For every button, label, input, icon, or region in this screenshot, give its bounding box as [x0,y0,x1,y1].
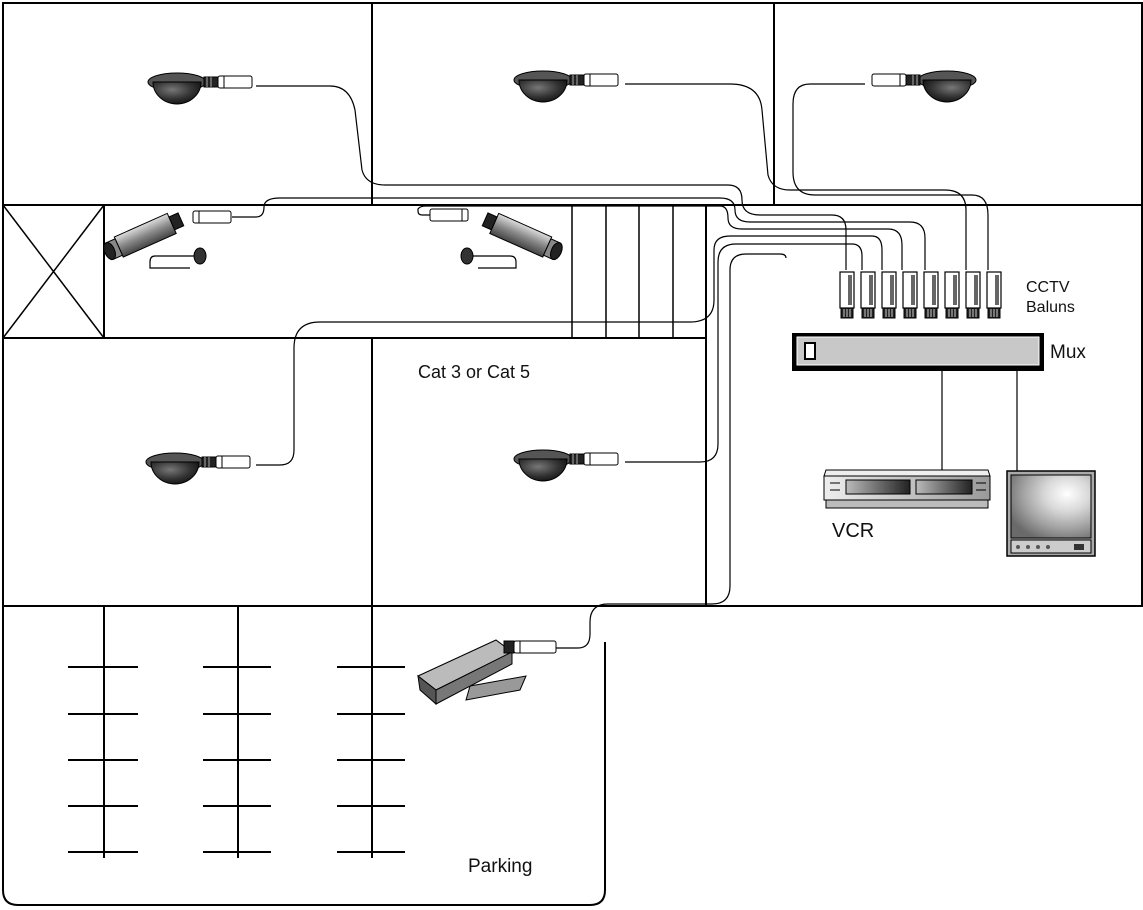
multiplexer-icon [792,333,1044,371]
balun-icon [839,271,855,319]
baluns-label-line2: Baluns [1026,299,1075,316]
balun-icon [965,271,981,319]
mux-label: Mux [1050,342,1086,363]
baluns-label-line1: CCTV [1026,279,1070,296]
dome-camera-icon [513,70,619,103]
monitor-icon [1006,470,1096,557]
vcr-label: VCR [832,520,874,542]
mux-wires [941,371,1018,472]
balun-icon [986,271,1002,319]
dome-camera-icon [513,449,619,482]
balun-icon [902,271,918,319]
balun-icon [923,271,939,319]
balun-icon [881,271,897,319]
dome-camera-icon [147,72,253,105]
elevator-icon [2,204,105,339]
balun-icon [860,271,876,319]
dome-camera-icon [871,70,977,103]
baluns-group [839,271,1002,319]
parking-lot [2,606,606,906]
cable-type-label: Cat 3 or Cat 5 [418,362,530,382]
vcr-icon [823,469,991,509]
balun-icon [944,271,960,319]
outdoor-camera-icon [417,639,557,706]
box-camera-icon [103,210,232,269]
dome-camera-icon [145,452,251,485]
stairs-icon [571,205,674,338]
cat-cables [232,83,989,649]
box-camera-icon [429,208,563,269]
parking-label: Parking [468,856,532,877]
